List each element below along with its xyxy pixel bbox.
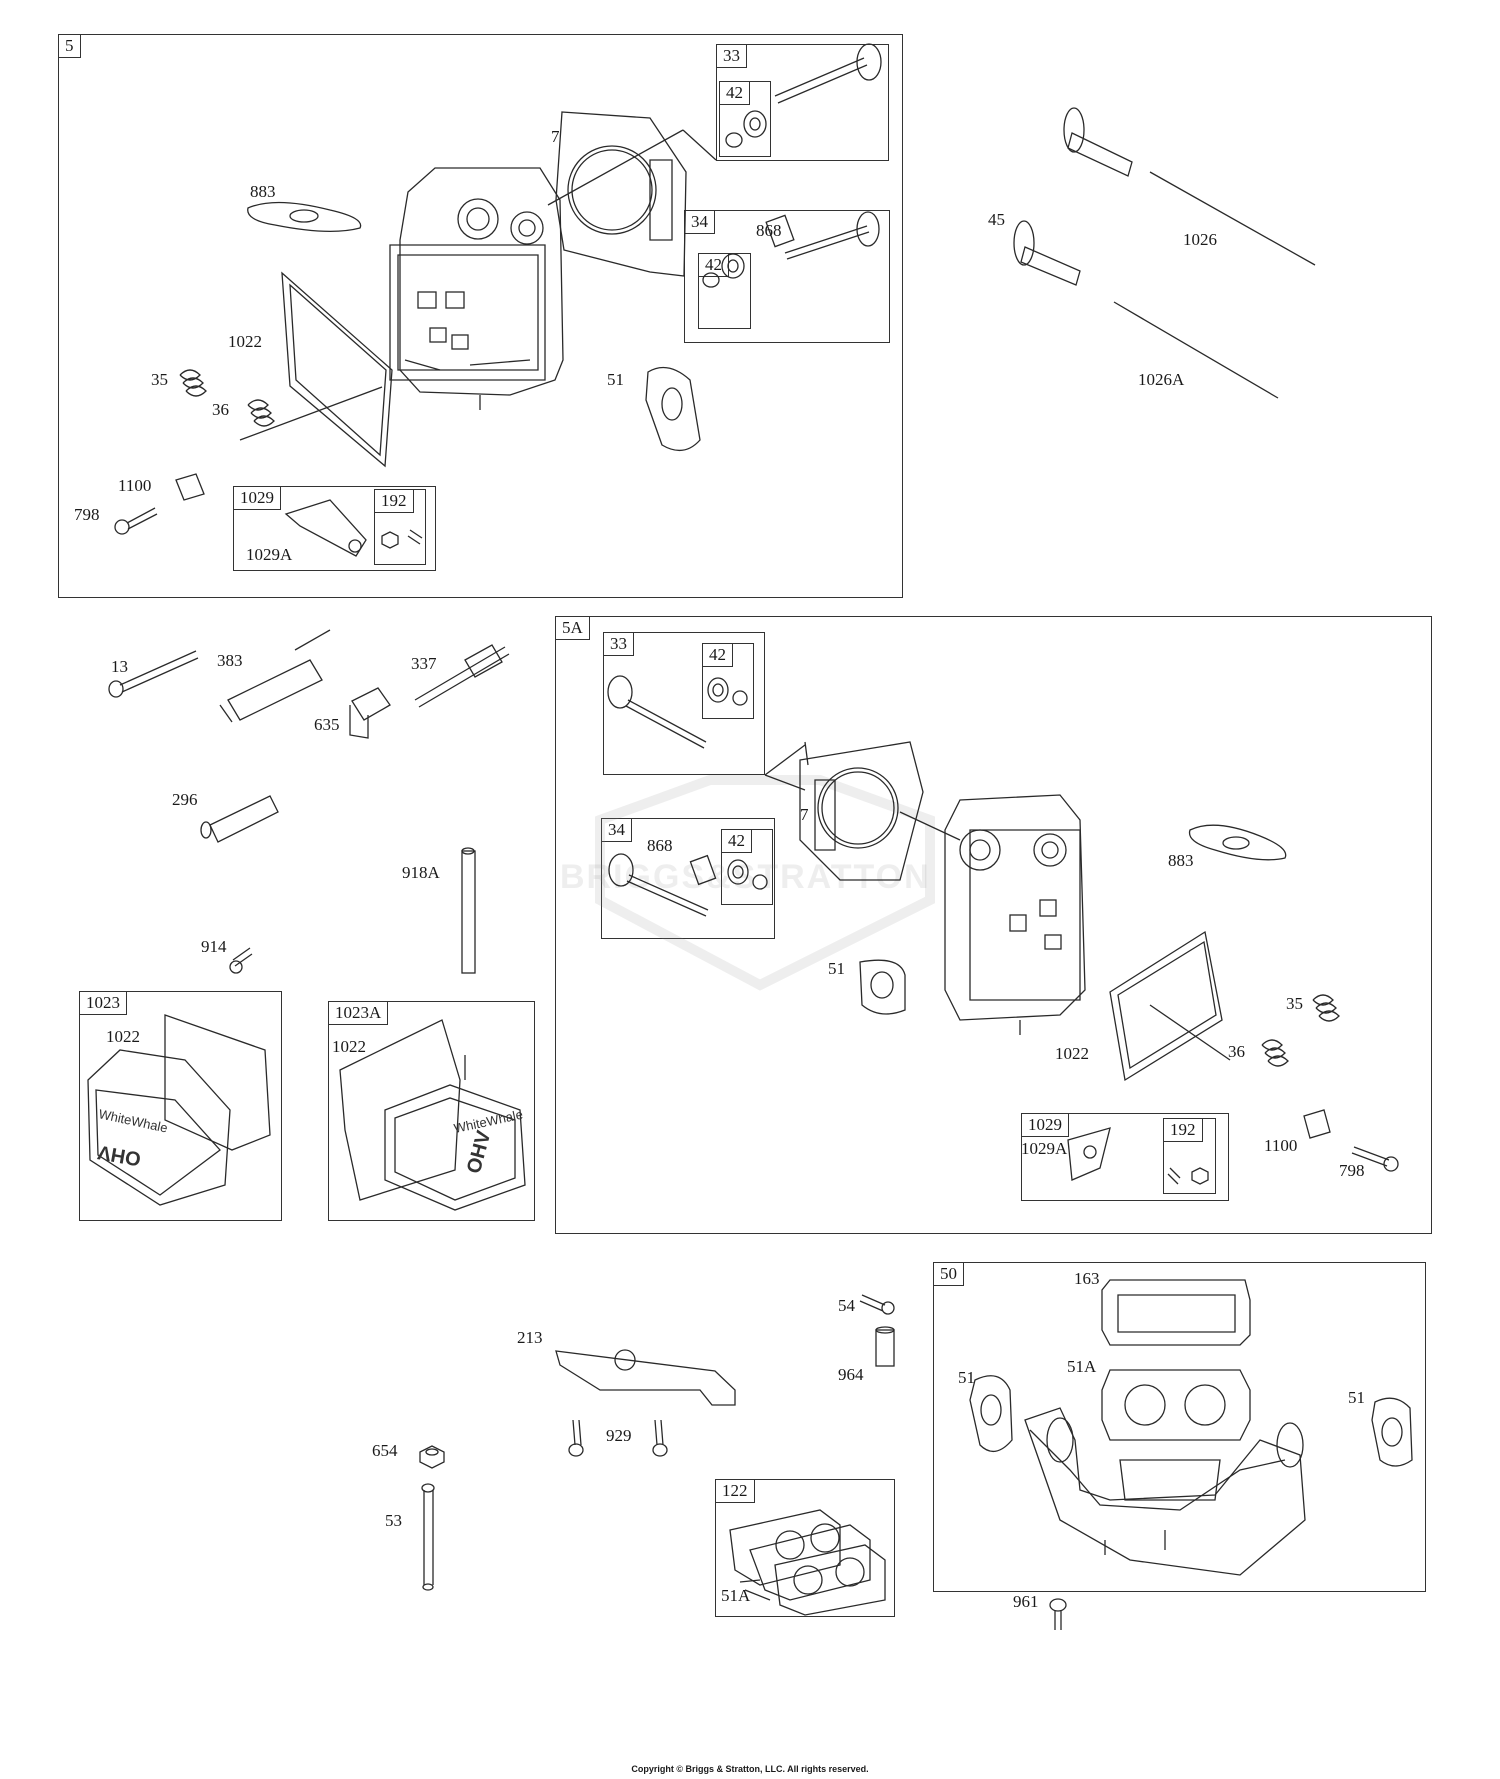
label-1022-cover: 1022 — [106, 1027, 140, 1046]
sub-5a-42b-tag: 42 — [722, 830, 752, 853]
sub-33-tag: 33 — [717, 45, 747, 68]
label-5a-35: 35 — [1286, 994, 1303, 1013]
label-s5-51: 51 — [607, 370, 624, 389]
nut-654-icon — [419, 1445, 445, 1469]
section-33-frame: 33 — [716, 44, 889, 161]
section-1029-frame: 1029 — [233, 486, 436, 571]
brand-watermark: BRIGGS&STRATTON — [560, 858, 931, 896]
label-914: 914 — [201, 937, 227, 956]
section-5a-1029-frame: 1029 — [1021, 1113, 1229, 1201]
label-918a: 918A — [402, 863, 440, 882]
section-5a-34-frame: 34 — [601, 818, 775, 939]
sub-5a-1029-tag: 1029 — [1022, 1114, 1069, 1137]
sub-34-tag: 34 — [685, 211, 715, 234]
sub-1029-tag: 1029 — [234, 487, 281, 510]
label-s5-1022: 1022 — [228, 332, 262, 351]
label-5a-1100: 1100 — [1264, 1136, 1298, 1155]
section-42a-frame: 42 — [719, 81, 771, 157]
screw-929-left-icon — [568, 1419, 584, 1457]
spacer-964-icon — [875, 1326, 895, 1367]
label-s5-883: 883 — [250, 182, 276, 201]
section-42b-frame: 42 — [698, 253, 751, 329]
label-5a-51: 51 — [828, 959, 845, 978]
label-5a-36: 36 — [1228, 1042, 1245, 1061]
label-122-51a: 51A — [721, 1586, 751, 1605]
sub-42a-tag: 42 — [720, 82, 750, 105]
section-5a-tag: 5A — [556, 617, 590, 640]
label-337: 337 — [411, 654, 437, 673]
section-5a-42b-frame: 42 — [721, 829, 773, 905]
label-s5-798: 798 — [74, 505, 100, 524]
label-s5-7: 7 — [551, 127, 560, 146]
label-383: 383 — [217, 651, 243, 670]
section-1023a-tag: 1023A — [329, 1002, 389, 1025]
sub-42b-tag: 42 — [699, 254, 729, 277]
label-5a-1022: 1022 — [1055, 1044, 1089, 1063]
sub-5a-34-tag: 34 — [602, 819, 632, 842]
section-5-frame: 5 — [58, 34, 903, 598]
label-1022-cover-a: 1022 — [332, 1037, 366, 1056]
label-45: 45 — [988, 210, 1005, 229]
label-s5-35: 35 — [151, 370, 168, 389]
label-929: 929 — [606, 1426, 632, 1445]
bracket-213-icon — [555, 1349, 736, 1406]
sleeve-296-icon — [200, 795, 279, 843]
tube-918a-icon — [461, 847, 476, 974]
breather-383-icon — [219, 629, 331, 723]
section-5a-42a-frame: 42 — [702, 643, 754, 719]
label-654: 654 — [372, 1441, 398, 1460]
label-s5-868: 868 — [756, 221, 782, 240]
section-122-tag: 122 — [716, 1480, 755, 1503]
label-213: 213 — [517, 1328, 543, 1347]
label-964: 964 — [838, 1365, 864, 1384]
sub-192-tag: 192 — [375, 490, 414, 513]
label-5a-883: 883 — [1168, 851, 1194, 870]
label-1026: 1026 — [1183, 230, 1217, 249]
label-163: 163 — [1074, 1269, 1100, 1288]
sub-5a-42a-tag: 42 — [703, 644, 733, 667]
label-961: 961 — [1013, 1592, 1039, 1611]
bolt-54-icon — [859, 1294, 895, 1315]
label-50-51a: 51A — [1067, 1357, 1097, 1376]
bolt-914-icon — [229, 947, 253, 974]
section-50-tag: 50 — [934, 1263, 964, 1286]
label-13: 13 — [111, 657, 128, 676]
label-1026a: 1026A — [1138, 370, 1185, 389]
label-5a-798: 798 — [1339, 1161, 1365, 1180]
stud-53-icon — [421, 1483, 435, 1591]
sub-5a-192-tag: 192 — [1164, 1119, 1203, 1142]
section-5a-192-frame: 192 — [1163, 1118, 1216, 1194]
label-296: 296 — [172, 790, 198, 809]
label-53: 53 — [385, 1511, 402, 1530]
label-54: 54 — [838, 1296, 855, 1315]
label-50-51-right: 51 — [1348, 1388, 1365, 1407]
label-5a-868: 868 — [647, 836, 673, 855]
label-s5-1100: 1100 — [118, 476, 152, 495]
section-122-frame: 122 — [715, 1479, 895, 1617]
label-s5-1029a: 1029A — [246, 545, 293, 564]
copyright-notice: Copyright © Briggs & Stratton, LLC. All … — [631, 1764, 869, 1774]
label-635: 635 — [314, 715, 340, 734]
section-1023-tag: 1023 — [80, 992, 127, 1015]
section-50-frame: 50 — [933, 1262, 1426, 1592]
section-5a-33-frame: 33 — [603, 632, 765, 775]
section-5-tag: 5 — [59, 35, 81, 58]
label-s5-36: 36 — [212, 400, 229, 419]
section-1023-frame: 1023 — [79, 991, 282, 1221]
label-5a-7: 7 — [800, 805, 809, 824]
label-50-51-left: 51 — [958, 1368, 975, 1387]
section-5a-frame: 5A — [555, 616, 1432, 1234]
screw-929-right-icon — [652, 1419, 668, 1457]
section-1023a-frame: 1023A — [328, 1001, 535, 1221]
boot-635-icon — [349, 687, 391, 739]
label-5a-1029a: 1029A — [1021, 1139, 1068, 1158]
section-192-frame: 192 — [374, 489, 426, 565]
sub-5a-33-tag: 33 — [604, 633, 634, 656]
screw-961-icon — [1049, 1598, 1067, 1630]
section-34-frame: 34 — [684, 210, 890, 343]
